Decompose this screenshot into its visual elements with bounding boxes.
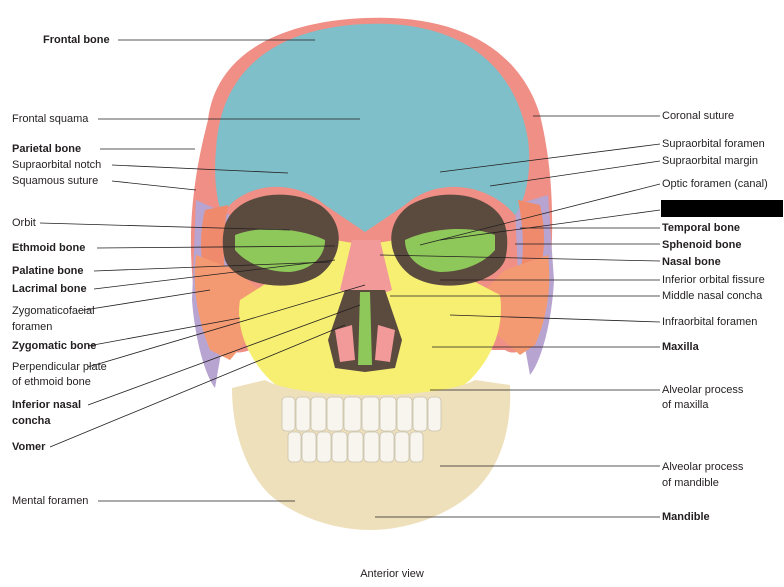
tooth bbox=[343, 396, 362, 432]
tooth bbox=[363, 431, 380, 463]
ethmoid-right-shape bbox=[405, 228, 495, 272]
tooth bbox=[379, 396, 397, 432]
label-coronal-suture: Coronal suture bbox=[662, 110, 735, 122]
leader-line bbox=[87, 304, 361, 406]
leader-line bbox=[87, 284, 366, 368]
inferior-concha-left-shape bbox=[335, 325, 355, 362]
leader-line bbox=[49, 324, 346, 448]
label-supraorbital-notch: Supraorbital notch bbox=[12, 159, 102, 171]
tooth bbox=[287, 431, 302, 463]
leader-line bbox=[39, 222, 291, 231]
tooth bbox=[295, 396, 311, 432]
leader-line bbox=[93, 259, 336, 290]
label-alveolar-process-maxilla: Alveolar process bbox=[662, 384, 744, 396]
label-squamous-suture: Squamous suture bbox=[12, 175, 99, 187]
leader-line bbox=[439, 209, 661, 241]
tooth bbox=[412, 396, 428, 432]
label-infraorbital-foramen: Infraorbital foramen bbox=[662, 316, 758, 328]
label-parietal-bone: Parietal bone bbox=[12, 143, 82, 155]
tooth bbox=[316, 431, 332, 463]
caption: Anterior view bbox=[360, 568, 424, 580]
label-maxilla: Maxilla bbox=[662, 341, 699, 353]
label-zygomaticofacial-2: foramen bbox=[12, 321, 53, 333]
label-frontal-squama: Frontal squama bbox=[12, 113, 89, 125]
tooth bbox=[427, 396, 442, 432]
label-sphenoid-bone: Sphenoid bone bbox=[662, 239, 742, 251]
label-alveolar-process-mandible-2: of mandible bbox=[662, 477, 719, 489]
tooth bbox=[396, 396, 413, 432]
label-zygomatic-bone: Zygomatic bone bbox=[12, 340, 97, 352]
tooth bbox=[310, 396, 327, 432]
label-supraorbital-foramen: Supraorbital foramen bbox=[662, 138, 765, 150]
frontal-bone-shape bbox=[215, 23, 530, 232]
teeth-group bbox=[281, 396, 442, 463]
leader-line bbox=[111, 180, 197, 191]
label-palatine-bone: Palatine bone bbox=[12, 265, 84, 277]
tooth bbox=[281, 396, 296, 432]
leader-line bbox=[489, 160, 661, 187]
tooth bbox=[379, 431, 395, 463]
leader-line bbox=[87, 317, 241, 347]
label-perpendicular-plate-2: of ethmoid bone bbox=[12, 376, 91, 388]
leader-line bbox=[379, 254, 661, 262]
leader-line bbox=[419, 183, 661, 246]
label-frontal-bone: Frontal bone bbox=[43, 34, 110, 46]
label-perpendicular-plate: Perpendicular plate bbox=[12, 361, 107, 373]
perpendicular-plate-shape bbox=[358, 292, 372, 365]
label-alveolar-process-mandible: Alveolar process bbox=[662, 461, 744, 473]
leader-line bbox=[439, 143, 661, 173]
label-inferior-nasal-2: concha bbox=[12, 415, 51, 427]
label-inferior-orbital-fissure: Inferior orbital fissure bbox=[662, 274, 765, 286]
label-mental-foramen: Mental foramen bbox=[12, 495, 89, 507]
leader-line bbox=[96, 245, 336, 249]
label-orbit: Orbit bbox=[12, 217, 36, 229]
label-nasal-bone: Nasal bone bbox=[662, 256, 721, 268]
label-lacrimal-bone: Lacrimal bone bbox=[12, 283, 87, 295]
label-temporal-bone: Temporal bone bbox=[662, 222, 741, 234]
ethmoid-left-shape bbox=[235, 228, 325, 272]
tooth bbox=[301, 431, 317, 463]
label-supraorbital-margin: Supraorbital margin bbox=[662, 155, 758, 167]
leader-line bbox=[111, 164, 289, 174]
leader-line bbox=[77, 289, 211, 312]
label-inferior-nasal: Inferior nasal bbox=[12, 399, 82, 411]
label-optic-foramen: Optic foramen (canal) bbox=[662, 178, 768, 190]
inferior-concha-right-shape bbox=[375, 325, 395, 362]
tooth bbox=[331, 431, 348, 463]
tooth bbox=[326, 396, 344, 432]
redaction-bar bbox=[661, 200, 783, 217]
nasal-bone-shape bbox=[340, 240, 392, 300]
label-alveolar-process-maxilla-2: of maxilla bbox=[662, 399, 709, 411]
label-vomer: Vomer bbox=[12, 441, 46, 453]
label-ethmoid-bone: Ethmoid bone bbox=[12, 242, 86, 254]
leader-line bbox=[93, 261, 331, 272]
label-middle-nasal-concha: Middle nasal concha bbox=[662, 290, 763, 302]
tooth bbox=[409, 431, 424, 463]
tooth bbox=[347, 431, 364, 463]
tooth bbox=[361, 396, 380, 432]
leader-line bbox=[449, 314, 661, 323]
label-zygomaticofacial: Zygomaticofacial bbox=[12, 305, 95, 317]
tooth bbox=[394, 431, 410, 463]
label-mandible: Mandible bbox=[662, 511, 710, 523]
leader-lines bbox=[39, 39, 661, 518]
